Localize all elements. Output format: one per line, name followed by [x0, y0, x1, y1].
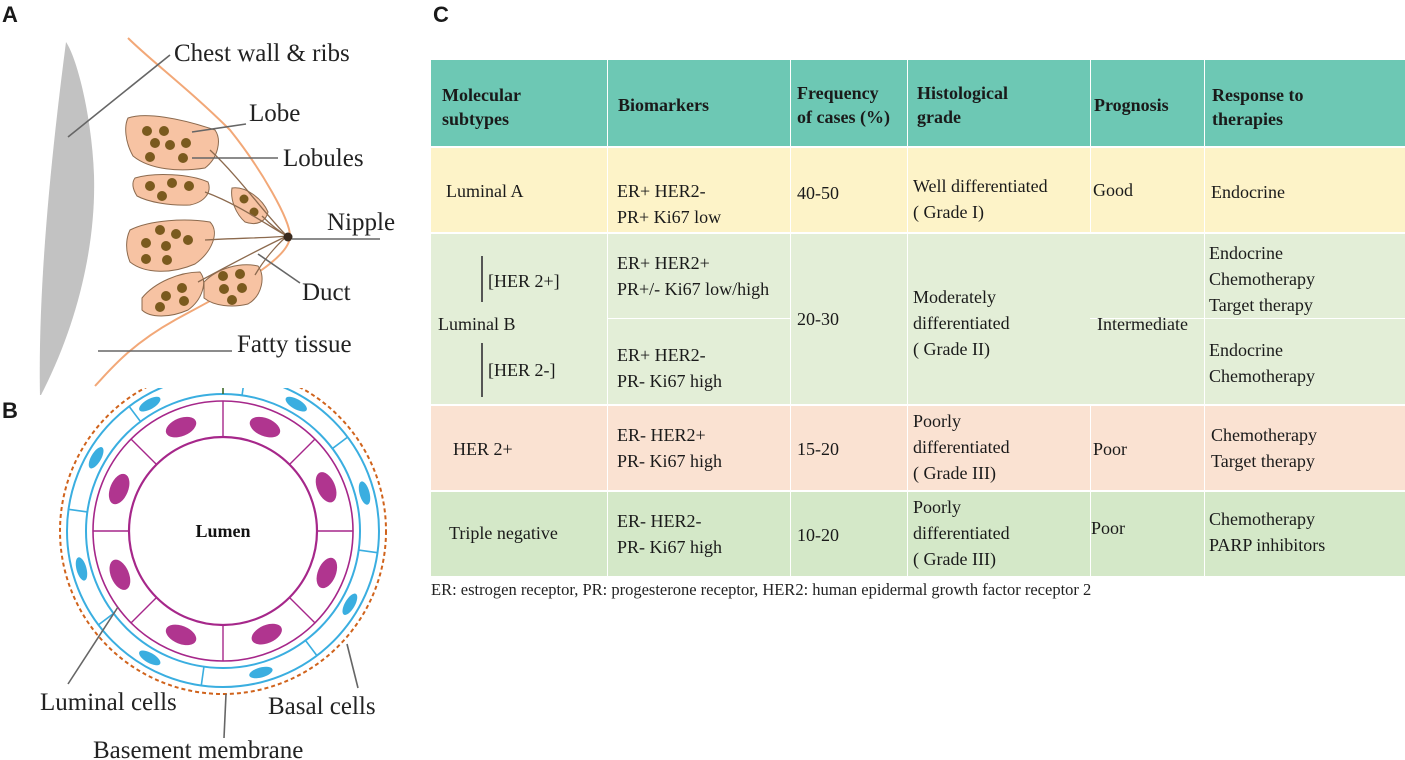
luminal-b-bracket-1: [481, 256, 483, 302]
row-luminal-b: [431, 233, 1405, 405]
cell-luminal-b-her2-pos: [HER 2+]: [488, 271, 560, 291]
cell-tn-therapy: Chemotherapy PARP inhibitors: [1209, 509, 1326, 555]
basal-dividers: [68, 388, 378, 686]
panel-letter-b: B: [2, 398, 18, 423]
header-histological-grade: Histological grade: [917, 83, 1008, 127]
panel-letter-a: A: [2, 2, 18, 27]
cell-luminal-b-grade: Moderately differentiated ( Grade II): [913, 287, 1010, 359]
cell-her2-grade: Poorly differentiated ( Grade III): [913, 411, 1010, 483]
chest-wall-shape: [39, 42, 95, 395]
nipple-label: Nipple: [327, 209, 395, 236]
cell-luminal-b-biomarkers-1: ER+ HER2+ PR+/- Ki67 low/high: [617, 253, 770, 299]
luminal-cells-leader: [67, 606, 119, 685]
cell-tn-grade: Poorly differentiated ( Grade III): [913, 497, 1010, 569]
basal-nuclei: [75, 396, 371, 679]
molecular-subtypes-table: Molecular subtypes Biomarkers Frequency …: [431, 60, 1405, 576]
duct-label: Duct: [302, 279, 351, 306]
lobe-leader: [191, 123, 247, 133]
table-header-row: [431, 60, 1405, 147]
header-frequency: Frequency of cases (%): [797, 83, 890, 127]
cell-luminal-b-biomarkers-2: ER+ HER2- PR- Ki67 high: [617, 345, 723, 391]
fatty-tissue-label: Fatty tissue: [237, 331, 352, 358]
ducts: [197, 149, 288, 283]
cell-tn-biomarkers: ER- HER2- PR- Ki67 high: [617, 511, 723, 557]
row-triple-negative: [431, 491, 1405, 576]
header-prognosis: Prognosis: [1094, 95, 1169, 115]
lobules-label: Lobules: [283, 145, 364, 172]
basal-outer-ring: [66, 388, 380, 688]
cell-her2-subtype: HER 2+: [453, 439, 513, 459]
cell-luminal-a-therapy: Endocrine: [1211, 182, 1285, 202]
chest-wall-leader: [67, 54, 171, 138]
cell-her2-frequency: 15-20: [797, 439, 839, 459]
cell-tn-prognosis: Poor: [1091, 518, 1126, 538]
cell-luminal-a-frequency: 40-50: [797, 183, 839, 203]
luminal-dividers: [93, 401, 353, 661]
cell-luminal-a-subtype: Luminal A: [446, 181, 524, 201]
luminal-cells-label: Luminal cells: [40, 689, 177, 716]
cell-luminal-a-biomarkers: ER+ HER2- PR+ Ki67 low: [617, 181, 722, 227]
basement-membrane-ring: [59, 388, 387, 695]
lumen-label: Lumen: [195, 521, 250, 541]
basal-cells-leader: [346, 643, 359, 689]
cell-luminal-b-therapy-2: Endocrine Chemotherapy: [1209, 340, 1315, 386]
cell-luminal-b-prognosis: Intermediate: [1097, 314, 1188, 334]
cell-her2-prognosis: Poor: [1093, 439, 1128, 459]
luminal-nuclei: [108, 416, 338, 646]
duct-leader: [257, 253, 301, 284]
cell-luminal-a-prognosis: Good: [1093, 180, 1133, 200]
cell-luminal-b-therapy-1: Endocrine Chemotherapy Target therapy: [1209, 243, 1315, 315]
basement-membrane-leader: [223, 693, 227, 739]
header-response: Response to therapies: [1212, 85, 1304, 129]
row-her2: [431, 405, 1405, 491]
cell-her2-therapy: Chemotherapy Target therapy: [1211, 425, 1317, 471]
table-footnote: ER: estrogen receptor, PR: progesterone …: [431, 580, 1092, 599]
lobules: [141, 126, 259, 312]
header-biomarkers: Biomarkers: [618, 95, 709, 115]
cell-tn-frequency: 10-20: [797, 525, 839, 545]
cell-luminal-b-frequency: 20-30: [797, 309, 839, 329]
breast-anatomy-diagram: Chest wall & ribs Lobe Lobules Nipple Du…: [39, 37, 395, 395]
cell-luminal-b-her2-neg: [HER 2-]: [488, 360, 556, 380]
header-molecular-subtypes: Molecular subtypes: [442, 85, 521, 129]
luminal-b-bracket-2: [481, 343, 483, 397]
duct-cross-section-diagram: Lumen Luminal cells Basal cells Basement…: [40, 388, 387, 760]
chest-wall-label: Chest wall & ribs: [174, 40, 350, 67]
cell-her2-biomarkers: ER- HER2+ PR- Ki67 high: [617, 425, 723, 471]
basement-membrane-label: Basement membrane: [93, 737, 303, 760]
cell-luminal-b-subtype: Luminal B: [438, 314, 516, 334]
lobes: [125, 115, 269, 317]
basal-cells-label: Basal cells: [268, 693, 376, 720]
panel-letter-c: C: [433, 2, 449, 27]
cell-luminal-a-grade: Well differentiated ( Grade I): [913, 176, 1048, 222]
cell-tn-subtype: Triple negative: [449, 523, 558, 543]
nipple-shape: [283, 232, 293, 242]
lobe-label: Lobe: [249, 100, 300, 127]
